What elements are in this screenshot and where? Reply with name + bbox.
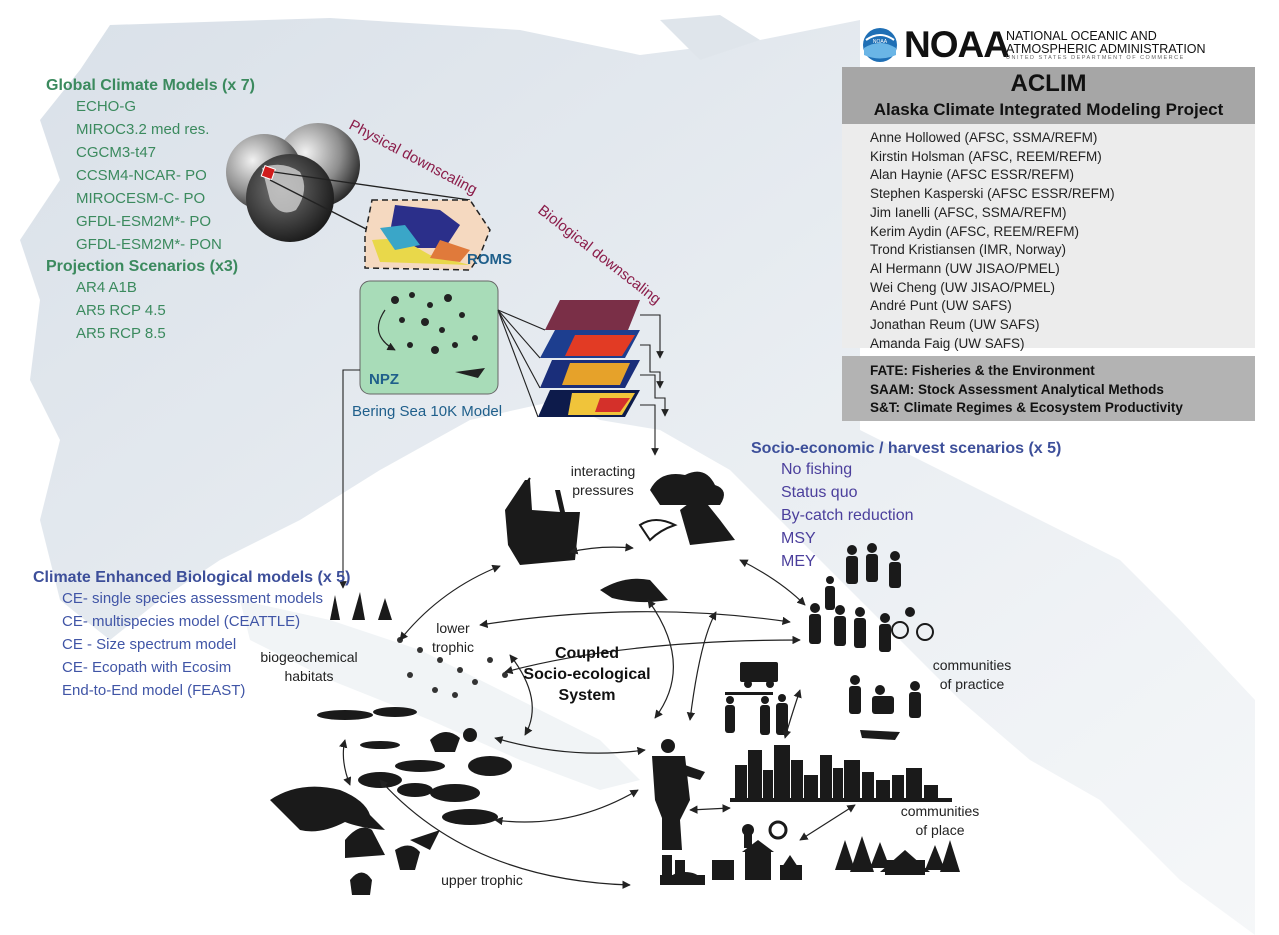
interacting-pressures-label: interacting pressures [560,462,646,500]
person-item: Al Hermann (UW JISAO/PMEL) [870,260,1060,276]
program-item: SAAM: Stock Assessment Analytical Method… [870,381,1164,397]
aclim-programs-list: FATE: Fisheries & the Environment SAAM: … [842,356,1255,421]
noaa-name-line1: NATIONAL OCEANIC AND [1006,29,1157,43]
roms-map [364,199,491,271]
communities-of-place-label: communities of place [888,802,992,840]
npz-box [359,280,499,395]
socio-economic-scenarios: Socio-economic / harvest scenarios (x 5)… [751,440,1061,573]
person-item: Wei Cheng (UW JISAO/PMEL) [870,279,1056,295]
label-line: communities [932,657,1012,673]
socio-heading: Socio-economic / harvest scenarios (x 5) [751,440,1062,457]
program-item: FATE: Fisheries & the Environment [870,363,1095,378]
aclim-header: ACLIM Alaska Climate Integrated Modeling… [842,67,1255,124]
communities-of-practice-label: communities of practice [920,656,1024,694]
global-model-item: CCSM4-NCAR- PO [76,167,207,184]
socio-item: No fishing [781,461,853,478]
global-models-heading: Global Climate Models (x 7) [46,77,255,94]
noaa-badge-icon: NOAA [863,28,897,62]
global-model-item: MIROCESM-C- PO [76,190,206,207]
community-silhouettes [652,543,934,850]
global-model-item: CGCM3-t47 [76,144,157,161]
socio-item: MEY [781,553,816,570]
svg-text:NOAA: NOAA [873,39,888,45]
upper-trophic-label: upper trophic [441,872,523,888]
projection-item: AR4 A1B [76,279,137,296]
label-line: habitats [284,668,334,684]
bio-item: CE - Size spectrum model [62,636,237,653]
npz-label: NPZ [369,371,399,388]
label-line: trophic [431,639,475,655]
label-line: interacting [570,463,636,479]
socio-item: By-catch reduction [781,507,914,524]
program-item: S&T: Climate Regimes & Ecosystem Product… [870,400,1183,415]
bio-heading: Climate Enhanced Biological models (x 5) [33,569,351,586]
global-model-item: MIROC3.2 med res. [76,121,210,138]
coupled-system-label: Coupled Socio-ecological System [512,643,662,706]
label-line: of place [915,822,965,838]
noaa-wordmark: NOAA [904,24,1010,65]
noaa-department: UNITED STATES DEPARTMENT OF COMMERCE [1006,55,1185,61]
socio-item: MSY [781,530,816,547]
aclim-panel: ACLIM Alaska Climate Integrated Modeling… [842,67,1255,425]
town-icons [660,820,802,885]
label-line: lower [436,620,470,636]
label-line: biogeochemical [260,649,358,665]
label-line: Socio-ecological [523,666,651,683]
label-line: communities [900,803,980,819]
person-item: André Punt (UW SAFS) [870,298,1012,314]
biogeochemical-habitats-label: biogeochemical habitats [252,648,366,686]
bio-item: CE- multispecies model (CEATTLE) [62,613,301,630]
ocean-map-stack [538,300,640,417]
aclim-subtitle: Alaska Climate Integrated Modeling Proje… [873,100,1224,119]
person-item: Jim Ianelli (AFSC, SSMA/REFM) [870,204,1067,220]
noaa-name-line2: ATMOSPHERIC ADMINISTRATION [1006,42,1206,56]
projection-item: AR5 RCP 8.5 [76,325,166,342]
person-item: Alan Haynie (AFSC ESSR/REFM) [870,167,1075,183]
aclim-title: ACLIM [1010,70,1087,97]
noaa-full-name: NATIONAL OCEANIC AND ATMOSPHERIC ADMINIS… [1006,30,1206,56]
city-skyline [730,745,952,802]
global-model-item: GFDL-ESM2M*- PON [76,236,222,253]
lower-trophic-label: lower trophic [420,619,486,657]
person-item: Trond Kristiansen (IMR, Norway) [870,242,1067,258]
weather-silhouette [638,471,735,545]
label-line: System [558,687,616,704]
global-climate-models: Global Climate Models (x 7) ECHO-G MIROC… [46,77,255,345]
person-item: Amanda Faig (UW SAFS) [870,335,1025,351]
bering-sea-model-label: Bering Sea 10K Model [352,403,502,420]
person-item: Stephen Kasperski (AFSC ESSR/REFM) [870,186,1115,202]
fishing-boat-silhouette [505,477,668,603]
roms-label: ROMS [467,251,512,268]
forest-houses-silhouette [835,836,960,875]
aclim-people-list: Anne Hollowed (AFSC, SSMA/REFM) Kirstin … [842,124,1255,351]
globe-icons [226,123,471,242]
label-line: pressures [572,482,634,498]
person-item: Anne Hollowed (AFSC, SSMA/REFM) [870,130,1098,145]
bio-item: End-to-End model (FEAST) [62,682,246,699]
global-model-item: GFDL-ESM2M*- PO [76,213,212,230]
bio-item: CE- Ecopath with Ecosim [62,659,232,676]
person-item: Kirstin Holsman (AFSC, REEM/REFM) [870,148,1102,164]
label-line: of practice [939,676,1005,692]
projection-item: AR5 RCP 4.5 [76,302,166,319]
person-item: Kerim Aydin (AFSC, REEM/REFM) [870,223,1080,239]
bio-item: CE- single species assessment models [62,590,323,607]
projection-heading: Projection Scenarios (x3) [46,258,239,275]
npz-links [339,309,669,589]
label-line: Coupled [555,645,619,662]
biological-models: Climate Enhanced Biological models (x 5)… [33,569,350,702]
global-model-item: ECHO-G [76,98,136,115]
socio-item: Status quo [781,484,858,501]
system-arrows [339,543,856,889]
person-item: Jonathan Reum (UW SAFS) [870,317,1040,333]
